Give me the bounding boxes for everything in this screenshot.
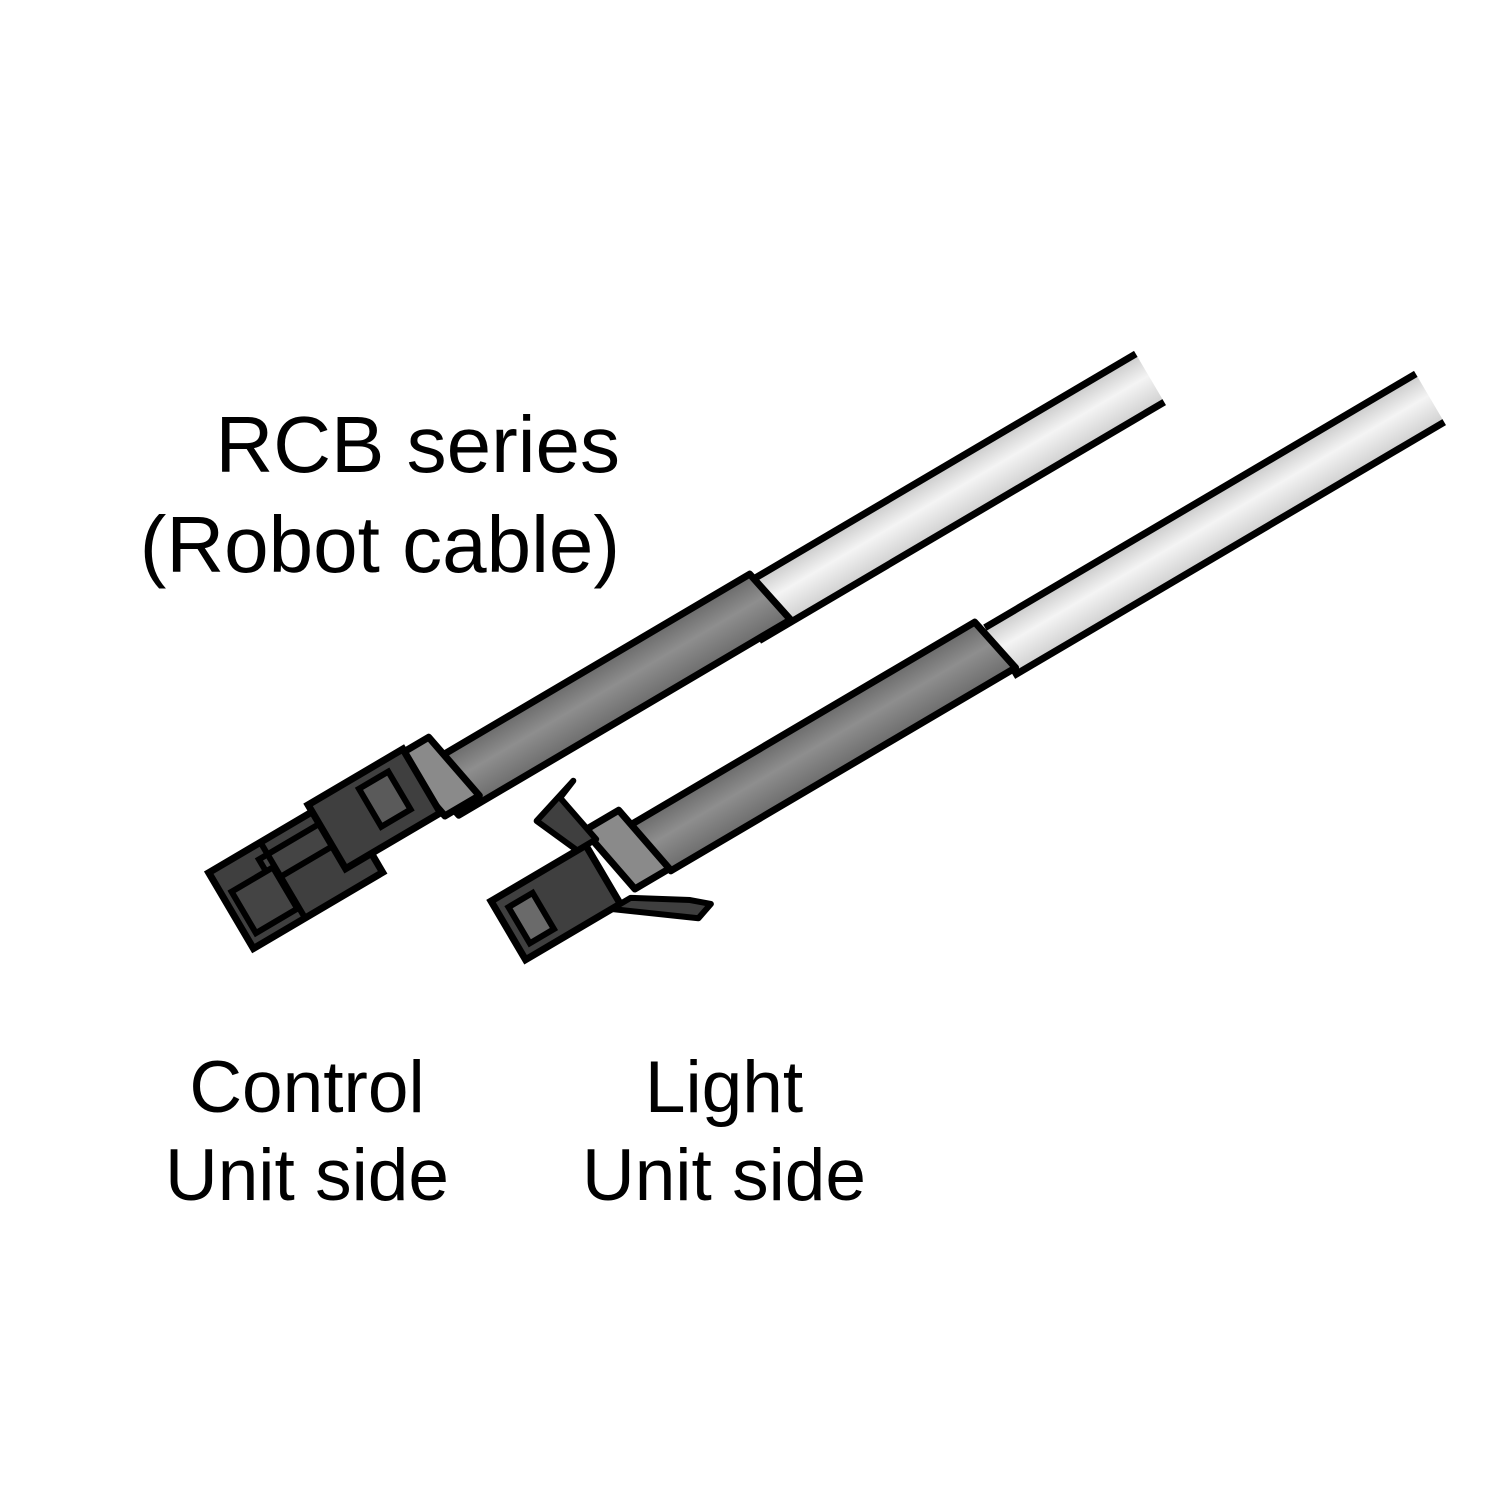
light-connector-collar [580, 806, 673, 893]
diagram-title-line-1: RCB series [215, 400, 620, 489]
light-unit-label-line-2: Unit side [581, 1135, 867, 1216]
control-unit-label-line-2: Unit side [164, 1135, 450, 1216]
control-unit-label-line-1: Control [189, 1047, 425, 1128]
light-unit-cable [486, 370, 1446, 965]
light-unit-label-line-1: Light [644, 1047, 804, 1128]
control-unit-cable [203, 350, 1166, 954]
light-cable-jacket [984, 373, 1445, 676]
diagram-title-line-2: (Robot cable) [139, 500, 620, 589]
male-latch-connector-icon [486, 777, 714, 965]
control-cable-jacket [730, 353, 1165, 641]
female-connector-icon [203, 744, 446, 954]
